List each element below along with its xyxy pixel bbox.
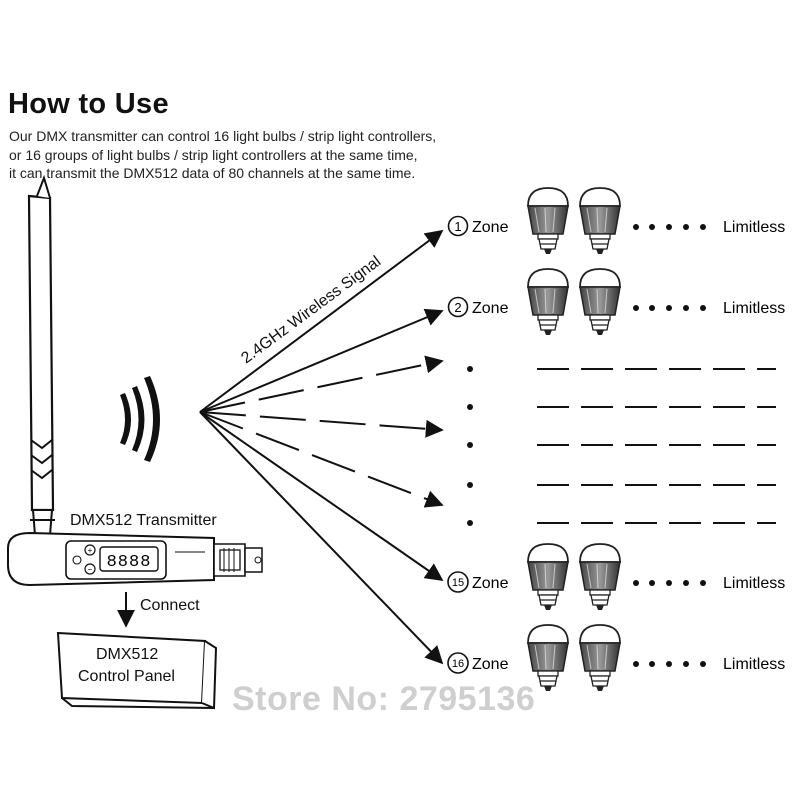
svg-text:+: +: [88, 546, 93, 555]
zone-16-number: 16: [452, 658, 464, 670]
zone-15: 15 Zone Limitless: [447, 543, 785, 611]
zone-2-tail: Limitless: [723, 300, 785, 317]
zone-1-bulb-b: [579, 187, 621, 255]
control-panel-line-2: Control Panel: [78, 668, 175, 685]
minus-icon: [84, 563, 96, 575]
dmx-control-panel: [56, 631, 218, 710]
description: Our DMX transmitter can control 16 light…: [9, 127, 436, 183]
signal-rays: [199, 229, 444, 665]
zone-15-tail: Limitless: [723, 575, 785, 592]
zone-1-bulb-a: [527, 187, 569, 255]
zone-2-bulb-b: [579, 268, 621, 336]
connect-label: Connect: [140, 597, 200, 614]
transmitter-label: DMX512 Transmitter: [70, 512, 217, 529]
display-digits: 8888: [107, 553, 152, 572]
zone-15-dots: [633, 580, 706, 586]
zone-1-tail: Limitless: [723, 219, 785, 236]
zone-2: 2 Zone Limitless: [447, 268, 785, 336]
page-title: How to Use: [8, 88, 169, 120]
zone-16-tail: Limitless: [723, 656, 785, 673]
zone-15-bulb-a: [527, 543, 569, 611]
zone-1: 1 Zone Limitless: [447, 187, 785, 255]
signal-waves: [120, 376, 160, 462]
zone-2-bulb-a: [527, 268, 569, 336]
description-line-2: or 16 groups of light bulbs / strip ligh…: [9, 146, 418, 163]
plus-icon: [84, 544, 96, 556]
store-watermark: Store No: 2795136: [232, 680, 536, 718]
description-line-1: Our DMX transmitter can control 16 light…: [9, 128, 437, 144]
zone-16: 16 Zone Limitless: [447, 624, 785, 692]
zone-1-label: Zone: [472, 219, 509, 236]
zone-15-bulb-b: [579, 543, 621, 611]
zone-2-label: Zone: [472, 300, 509, 317]
zone-15-number: 15: [452, 577, 464, 589]
zone-16-dots: [633, 661, 706, 667]
zone-15-label: Zone: [472, 575, 509, 592]
dmx-transmitter: + − 8888: [7, 531, 263, 587]
signal-label: 2.4GHz Wireless Signal: [238, 253, 384, 367]
zone-1-dots: [633, 224, 706, 230]
zone-16-bulb-b: [579, 624, 621, 692]
zone-16-label: Zone: [472, 656, 509, 673]
zone-2-dots: [633, 305, 706, 311]
antenna: [27, 174, 55, 536]
control-panel-line-1: DMX512: [96, 646, 159, 663]
svg-text:−: −: [88, 565, 93, 574]
zone-2-number: 2: [454, 300, 461, 315]
omitted-zone-rows: [467, 366, 776, 526]
description-line-3: it can transmit the DMX512 data of 80 ch…: [9, 165, 416, 181]
zone-1-number: 1: [454, 219, 461, 234]
